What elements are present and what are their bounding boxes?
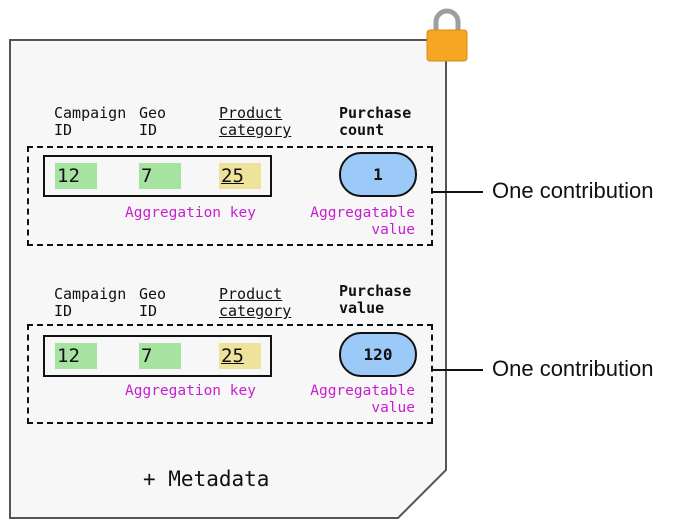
aggregatable-value-pill: 1 — [339, 152, 417, 197]
header-purchase-count: Purchase count — [339, 104, 412, 139]
key-campaign-value: 12 — [55, 343, 97, 369]
aggregatable-value-pill: 120 — [339, 332, 417, 377]
header-geo-id: Geo ID — [139, 285, 167, 320]
header-product-category: Product category — [219, 104, 292, 139]
metadata-label: + Metadata — [143, 467, 270, 491]
header-campaign-id: Campaign ID — [54, 104, 127, 139]
header-campaign-id: Campaign ID — [54, 285, 127, 320]
contribution-box — [27, 324, 433, 424]
one-contribution-label: One contribution — [492, 178, 654, 203]
header-purchase-value: Purchase value — [339, 282, 412, 317]
aggregation-key-caption: Aggregation key — [125, 205, 256, 221]
header-product-category: Product category — [219, 285, 292, 320]
aggregatable-value-caption: Aggregatable value — [310, 383, 415, 416]
header-geo-id: Geo ID — [139, 104, 167, 139]
key-geo-value: 7 — [139, 163, 181, 189]
aggregation-key-box — [43, 335, 272, 377]
aggregatable-value-caption: Aggregatable value — [310, 205, 415, 238]
one-contribution-label: One contribution — [492, 356, 654, 381]
aggregation-key-caption: Aggregation key — [125, 383, 256, 399]
lock-icon — [426, 8, 468, 62]
aggregation-key-box — [43, 155, 272, 197]
key-product-value: 25 — [219, 343, 261, 369]
contribution-connector — [433, 369, 483, 371]
contribution-box — [27, 146, 433, 246]
key-product-value: 25 — [219, 163, 261, 189]
key-geo-value: 7 — [139, 343, 181, 369]
key-campaign-value: 12 — [55, 163, 97, 189]
contribution-connector — [433, 191, 483, 193]
